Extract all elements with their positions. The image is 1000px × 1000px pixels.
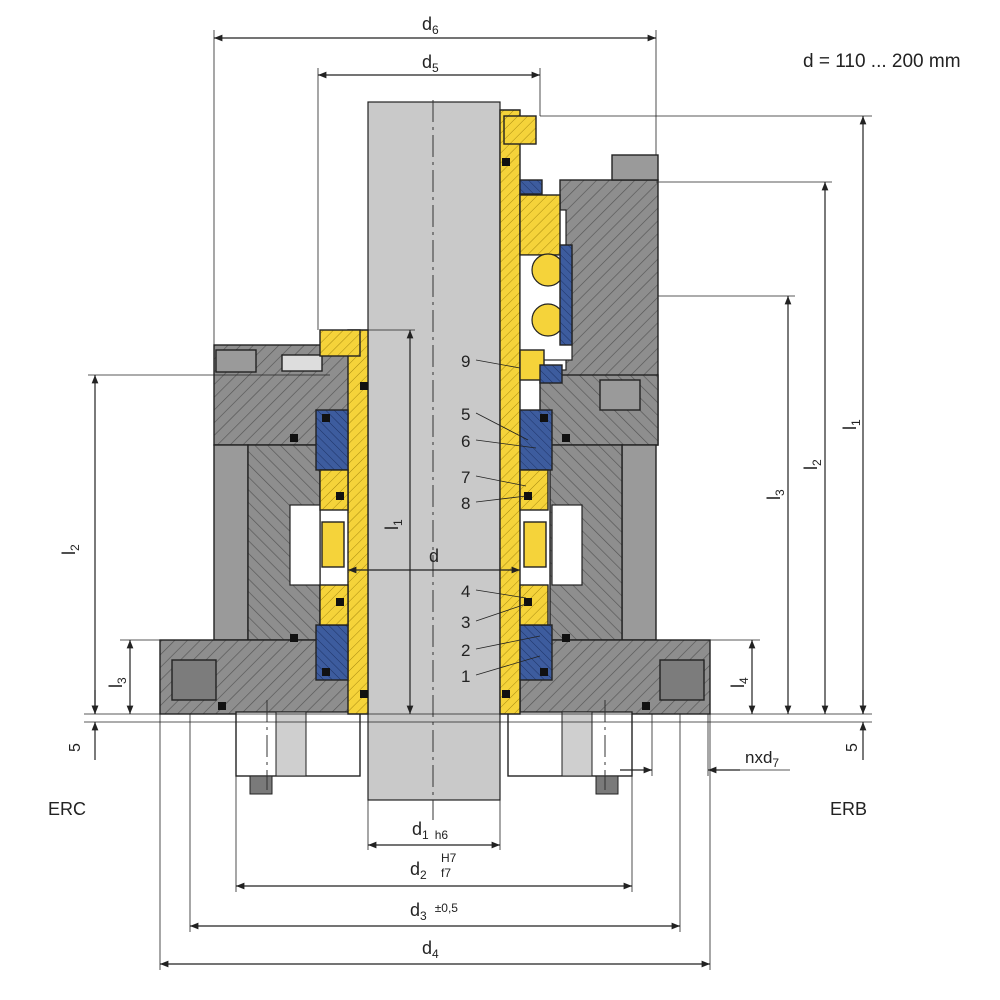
dim-l3-right: l3 (764, 489, 787, 500)
shaft (367, 101, 501, 801)
variant-label-left: ERC (48, 799, 86, 819)
svg-text:d2: d2 (410, 859, 427, 882)
shaft-sleeve (319, 109, 537, 715)
center-lines (266, 100, 606, 820)
bearing-assembly (519, 179, 573, 384)
dim-five-left: 5 (67, 743, 84, 752)
dim-five-right: 5 (844, 743, 861, 752)
svg-text:d = 110 ... 200 mm: d = 110 ... 200 mm (803, 51, 961, 72)
dim-d6: d6 (422, 14, 439, 37)
dim-l1-left: l1 (382, 519, 405, 530)
part-number-6: 6 (461, 432, 470, 451)
dim-l1-right: l1 (840, 419, 863, 430)
part-number-1: 1 (461, 667, 470, 686)
part-number-7: 7 (461, 468, 470, 487)
o-rings (218, 158, 650, 710)
variant-label-right: ERB (830, 799, 867, 819)
dim-l4-right: l4 (728, 677, 751, 688)
housing-right (507, 154, 711, 795)
part-number-5: 5 (461, 405, 470, 424)
dim-nxd7: nxd7 (745, 748, 779, 770)
part-number-4: 4 (461, 582, 470, 601)
part-number-labels: 9 5 6 7 8 4 3 2 1 (461, 352, 470, 686)
part-number-3: 3 (461, 613, 470, 632)
part-number-2: 2 (461, 641, 470, 660)
dim-d5: d5 (422, 52, 439, 75)
part-number-9: 9 (461, 352, 470, 371)
seal-faces (315, 409, 553, 681)
dim-d3: d3±0,5 (410, 900, 458, 923)
dim-d: d (429, 546, 439, 566)
dim-l2-left: l2 (59, 544, 82, 555)
leader-lines (475, 359, 541, 676)
dim-l2-right: l2 (801, 459, 824, 470)
dim-d2: d2 H7 f7 (410, 851, 457, 882)
svg-text:H7: H7 (441, 851, 457, 865)
svg-text:f7: f7 (441, 866, 451, 880)
part-number-8: 8 (461, 494, 470, 513)
dim-l3-left: l3 (106, 677, 129, 688)
range-note: d = 110 ... 200 mm (803, 51, 961, 72)
housing-left (159, 344, 361, 795)
dimension-lines (84, 30, 872, 970)
dim-d4: d4 (422, 938, 439, 961)
